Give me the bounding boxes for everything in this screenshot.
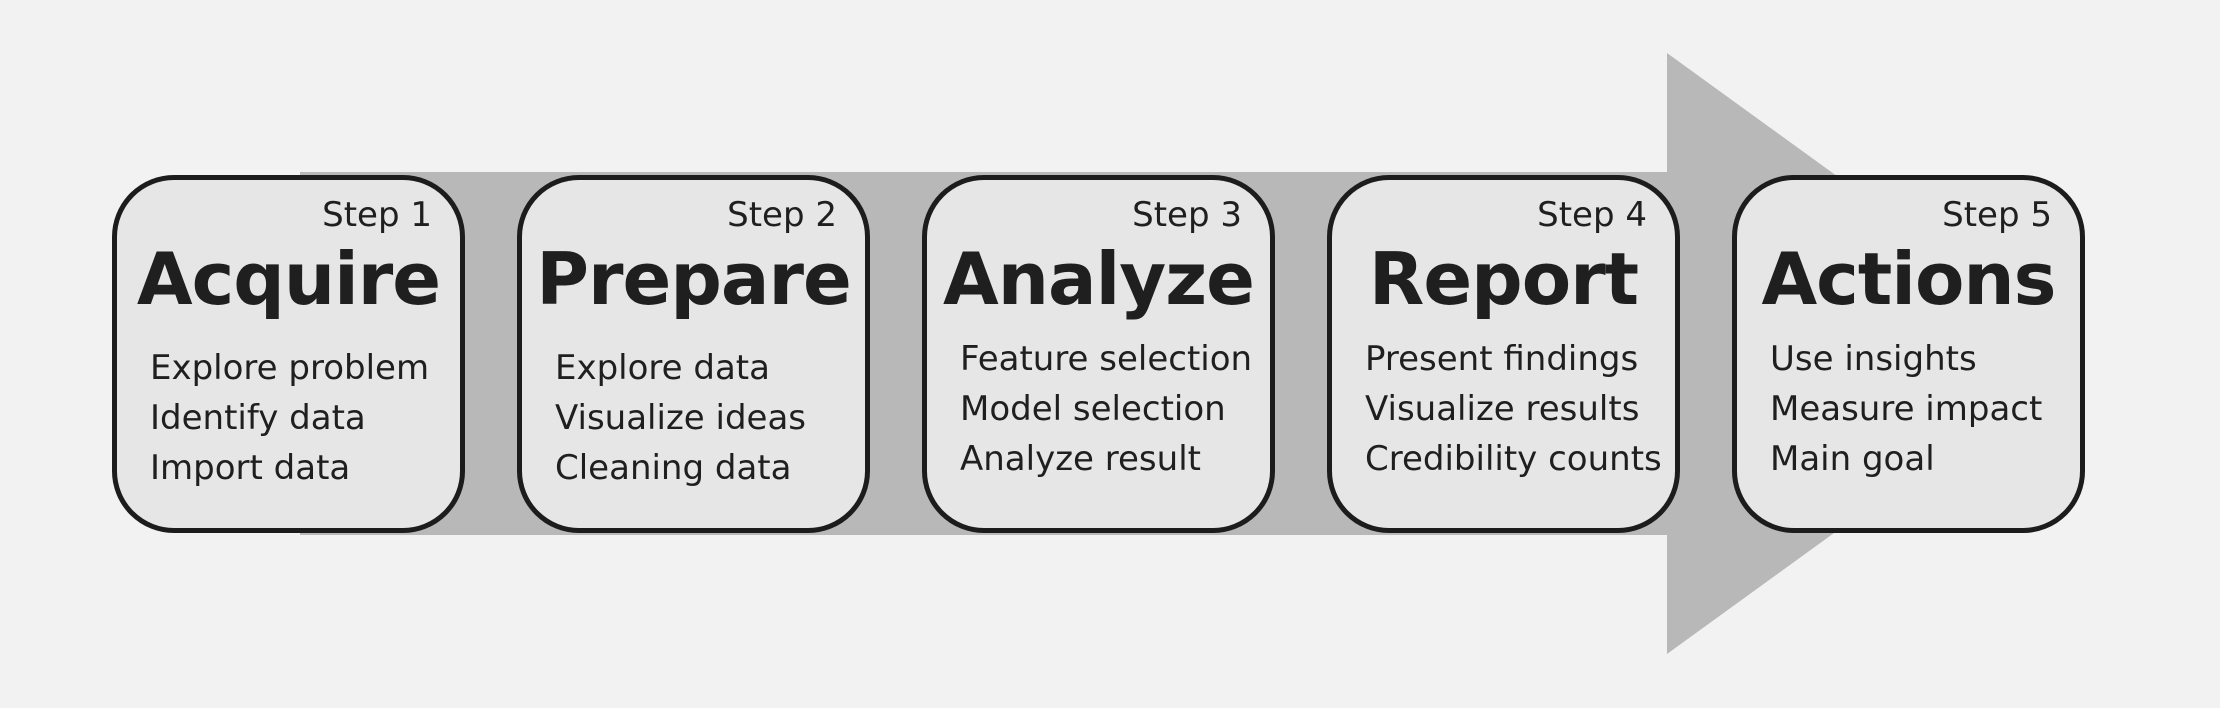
step-item: Measure impact	[1770, 389, 2043, 429]
step-box-actions: Step 5 Actions Use insights Measure impa…	[1732, 175, 2085, 533]
step-title: Prepare	[536, 237, 852, 321]
step-item-list: Present findings Visualize results Credi…	[1365, 334, 1667, 484]
step-item: Identify data	[150, 398, 366, 438]
step-item: Visualize ideas	[555, 398, 807, 438]
step-item: Main goal	[1770, 439, 1935, 479]
step-number: Step 2	[727, 195, 837, 235]
step-item: Explore problem	[150, 348, 430, 388]
step-item: Feature selection	[960, 339, 1253, 379]
step-title: Actions	[1761, 237, 2056, 321]
step-item-list: Feature selection Model selection Analyz…	[960, 334, 1262, 484]
step-number: Step 1	[322, 195, 432, 235]
step-item: Present findings	[1365, 339, 1639, 379]
step-title: Report	[1368, 237, 1639, 321]
step-item: Use insights	[1770, 339, 1977, 379]
step-item: Model selection	[960, 389, 1226, 429]
step-title: Analyze	[943, 237, 1255, 321]
step-box-prepare: Step 2 Prepare Explore data Visualize id…	[517, 175, 870, 533]
step-item: Credibility counts	[1365, 439, 1662, 479]
step-item-list: Explore problem Identify data Import dat…	[150, 343, 452, 493]
step-item: Import data	[150, 448, 351, 488]
step-item-list: Explore data Visualize ideas Cleaning da…	[555, 343, 857, 493]
step-item-list: Use insights Measure impact Main goal	[1770, 334, 2072, 484]
step-item: Analyze result	[960, 439, 1201, 479]
step-item: Visualize results	[1365, 389, 1640, 429]
step-number: Step 4	[1537, 195, 1647, 235]
step-number: Step 5	[1942, 195, 2052, 235]
step-item: Explore data	[555, 348, 770, 388]
step-box-acquire: Step 1 Acquire Explore problem Identify …	[112, 175, 465, 533]
step-box-analyze: Step 3 Analyze Feature selection Model s…	[922, 175, 1275, 533]
step-number: Step 3	[1132, 195, 1242, 235]
step-title: Acquire	[136, 237, 441, 321]
step-box-report: Step 4 Report Present findings Visualize…	[1327, 175, 1680, 533]
step-item: Cleaning data	[555, 448, 792, 488]
